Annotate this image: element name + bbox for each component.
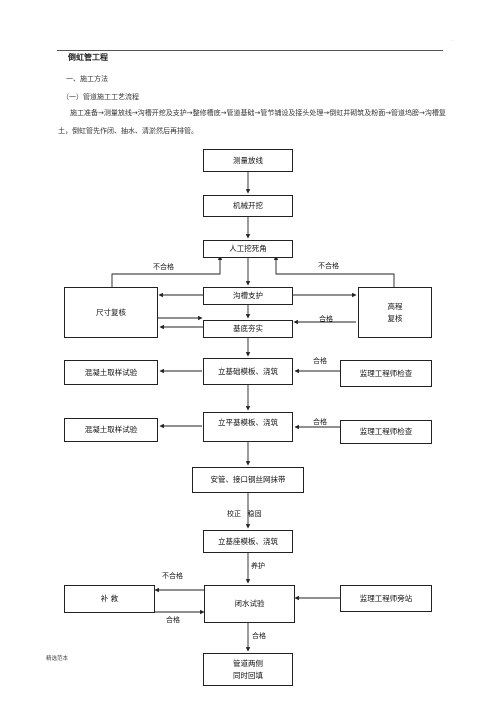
arrow-elevation-fail-loop: [273, 255, 395, 287]
page-footer: 精选范本: [46, 656, 69, 662]
flow-box-seat-formwork: 立基座模板、浇筑: [203, 530, 293, 553]
process-paragraph: 施工准备→测量放线→沟槽开挖及支护→整修槽底→管道基础→管节铺设及接头处理→倒虹…: [58, 109, 446, 135]
label-pass-right: 合格: [319, 315, 333, 323]
label-fail-water: 不合格: [162, 572, 183, 580]
flow-box-pipe-install: 安管、接口钢丝网抹带: [192, 467, 304, 493]
flow-box-supervisor-witness: 监理工程师旁站: [340, 585, 432, 612]
section-heading: 一、施工方法: [66, 75, 108, 83]
label-fail-right: 不合格: [318, 262, 339, 270]
flow-box-machine-dig: 机械开挖: [203, 195, 293, 217]
flow-box-backfill: 管道两侧 同时回填: [203, 653, 293, 686]
flow-box-concrete-test-1: 混凝土取样试验: [64, 360, 158, 385]
label-pass-flat: 合格: [313, 418, 327, 426]
label-correct-stable: 校正 稳固: [227, 510, 262, 518]
flow-box-trench-support: 沟槽支护: [203, 287, 293, 305]
flow-box-base-compact: 基底夯实: [203, 320, 293, 338]
flow-box-manual-dig: 人工挖死角: [203, 240, 293, 258]
flow-box-base-formwork: 立基础模板、浇筑: [203, 358, 293, 385]
flow-box-flat-base-formwork: 立平基模板、浇筑: [203, 412, 293, 442]
subsection-heading: （一）管道施工工艺流程: [62, 93, 139, 101]
flow-box-supervisor-check-2: 监理工程师检查: [340, 420, 432, 444]
flow-box-survey: 测量放线: [203, 149, 293, 172]
flow-box-size-check: 尺寸复核: [64, 287, 158, 338]
arrow-size-fail-loop: [111, 255, 223, 287]
label-curing: 养护: [251, 562, 265, 570]
flow-box-concrete-test-2: 混凝土取样试验: [64, 418, 158, 442]
header-rule: [57, 50, 443, 51]
flow-box-elevation-check: 高程 复核: [358, 287, 432, 338]
flow-box-water-test: 闭水试验: [204, 585, 295, 623]
header-mark: .: [452, 37, 454, 43]
label-pass-water-left: 合格: [166, 616, 180, 624]
flow-box-remedy: 补 救: [64, 585, 155, 613]
label-pass-base: 合格: [313, 357, 327, 365]
document-title: 倒虹管工程: [68, 53, 108, 62]
label-fail-left: 不合格: [153, 263, 174, 271]
label-pass-water-down: 合格: [252, 632, 266, 640]
flow-box-supervisor-check-1: 监理工程师检查: [340, 360, 432, 387]
